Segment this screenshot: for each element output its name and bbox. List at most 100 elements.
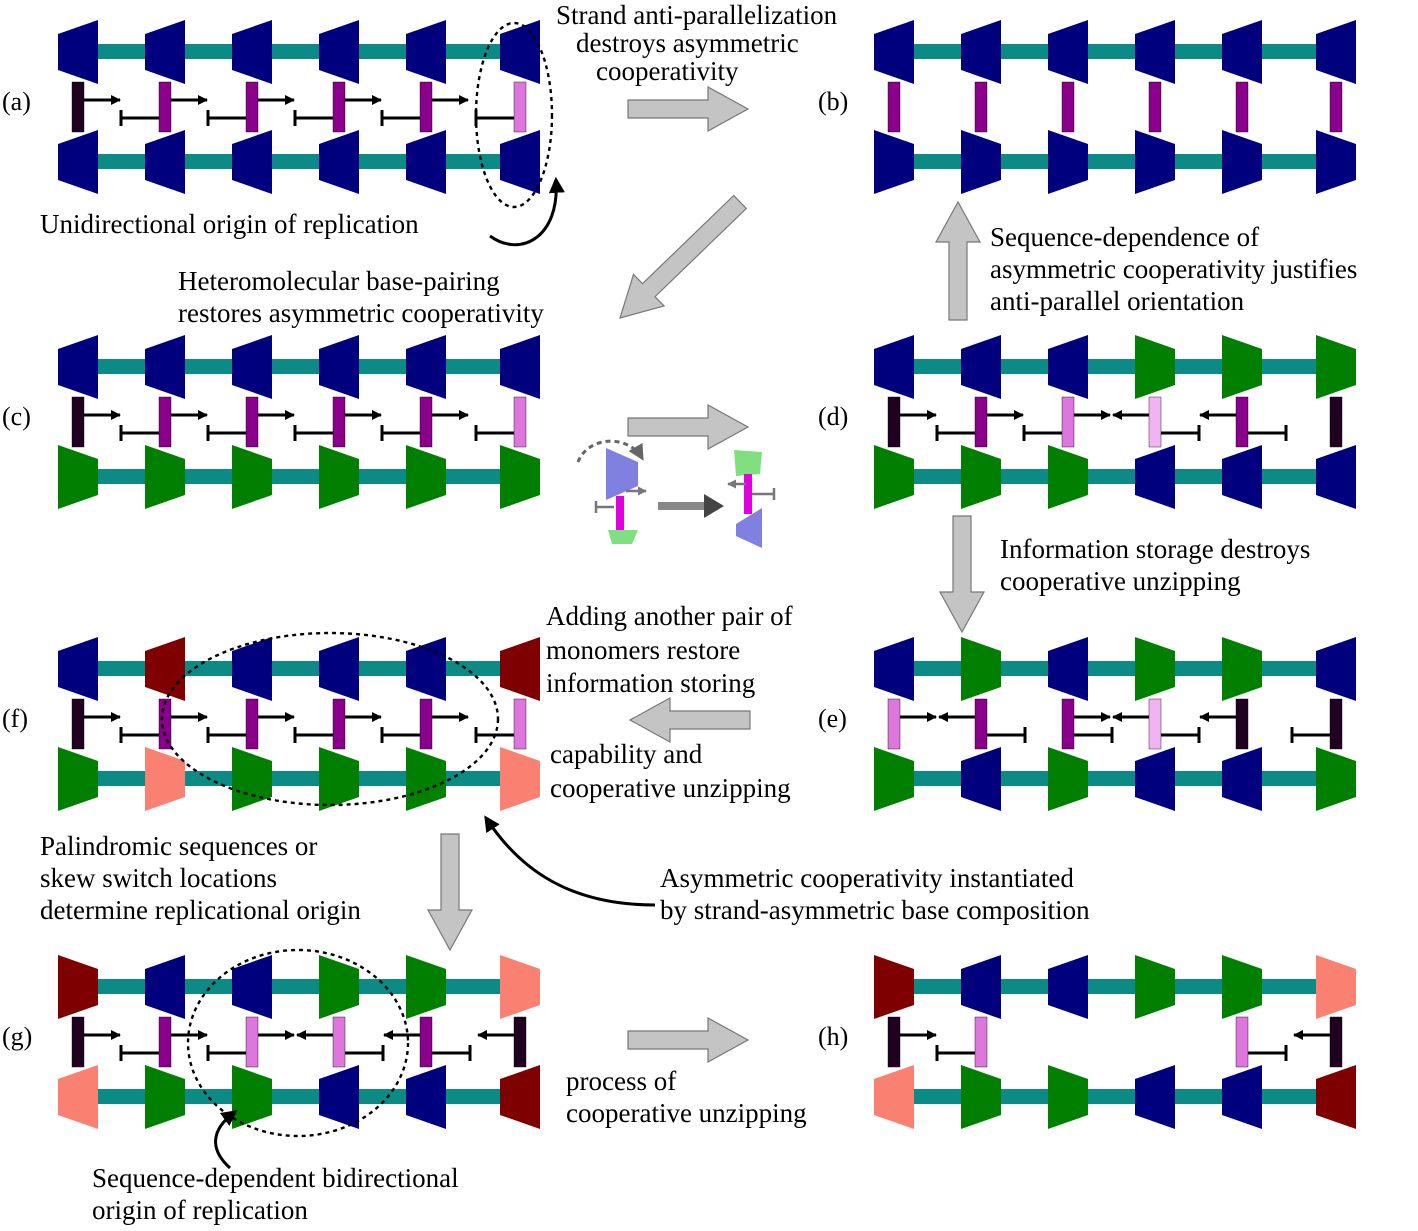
base-pair-rung (887, 396, 901, 448)
monomer (961, 20, 1001, 84)
origin-ellipse-f (160, 631, 500, 807)
monomer (500, 445, 540, 509)
monomer (58, 955, 98, 1019)
monomer (1316, 1065, 1356, 1129)
base-pair-rung (332, 698, 346, 750)
monomer (145, 1065, 185, 1129)
monomer (1048, 637, 1088, 701)
base-pair-rung (71, 698, 85, 750)
block-arrow-f-to-g (426, 833, 474, 952)
monomer (1135, 637, 1175, 701)
monomer (319, 637, 359, 701)
panel-a (58, 20, 540, 194)
caption-bidirectional-origin-1: Sequence-dependent bidirectional (92, 1163, 459, 1193)
monomer (58, 335, 98, 399)
curved-arrow-origin-a (489, 176, 565, 247)
base-pair-rung (1329, 396, 1343, 448)
small-transition-head (704, 494, 724, 518)
curved-arrow-asymmetric (484, 815, 656, 907)
caption-asymmetric-composition-2: by strand-asymmetric base composition (660, 895, 1090, 925)
panel-label-a: (a) (2, 87, 31, 116)
caption-adding-pair-5: cooperative unzipping (550, 773, 791, 803)
bottom-backbone (894, 1089, 1336, 1104)
monomer (319, 747, 359, 811)
captions: Strand anti-parallelization destroys asy… (40, 0, 1357, 1225)
rung-magenta-2 (744, 474, 752, 514)
panel-c (58, 335, 540, 509)
top-backbone (78, 661, 520, 676)
bottom-backbone (78, 1089, 520, 1104)
monomer (1316, 445, 1356, 509)
monomer (961, 1065, 1001, 1129)
origin-ellipse-a (474, 21, 554, 209)
monomer (145, 955, 185, 1019)
monomer (145, 335, 185, 399)
monomer (1048, 955, 1088, 1019)
monomer (1316, 637, 1356, 701)
monomer (1135, 1065, 1175, 1129)
base-pair-rung (245, 1016, 259, 1068)
monomer (58, 637, 98, 701)
base-pair-rung (71, 81, 85, 133)
monomer (58, 747, 98, 811)
monomer (319, 955, 359, 1019)
panel-b (874, 20, 1356, 194)
monomer (319, 1065, 359, 1129)
base-pair-rung (1061, 698, 1075, 750)
monomer (1222, 20, 1262, 84)
monomer (1316, 747, 1356, 811)
top-backbone (78, 44, 520, 59)
block-arrow-a-to-b (627, 85, 750, 133)
base-pair-rung (1235, 81, 1249, 133)
monomer (232, 20, 272, 84)
caption-sequence-dependence-3: anti-parallel orientation (990, 286, 1245, 316)
block-arrow-mechanism (627, 403, 750, 451)
bottom-backbone (78, 154, 520, 169)
monomer (874, 335, 914, 399)
base-pair-rung (1061, 396, 1075, 448)
monomer (1135, 130, 1175, 194)
monomer (1222, 335, 1262, 399)
base-pair-rung (887, 1016, 901, 1068)
panel-label-g: (g) (2, 1022, 32, 1051)
monomer (1135, 747, 1175, 811)
monomer (500, 637, 540, 701)
caption-process-2: cooperative unzipping (566, 1098, 807, 1128)
block-arrow-d-to-e (938, 515, 986, 634)
panel-d (874, 335, 1356, 509)
curved-arrow-bidirectional (214, 1110, 238, 1170)
monomer (1316, 130, 1356, 194)
base-pair-rung (245, 81, 259, 133)
monomer (406, 335, 446, 399)
rung-magenta (616, 496, 624, 536)
base-pair-rung (974, 1016, 988, 1068)
bottom-backbone (894, 154, 1336, 169)
base-pair-rung (419, 1016, 433, 1068)
monomer (1048, 445, 1088, 509)
monomer (1048, 747, 1088, 811)
monomer (874, 747, 914, 811)
panel-label-e: (e) (818, 704, 847, 733)
origin-ellipse-g (186, 948, 410, 1138)
caption-bidirectional-origin-2: origin of replication (92, 1195, 308, 1225)
monomer (145, 747, 185, 811)
base-pair-rung (332, 1016, 346, 1068)
bottom-backbone (894, 469, 1336, 484)
monomer (1222, 955, 1262, 1019)
top-backbone (894, 44, 1336, 59)
top-backbone (78, 359, 520, 374)
panel-labels: (a) (b) (c) (d) (e) (f) (g) (h) (2, 87, 848, 1051)
panel-label-c: (c) (2, 402, 31, 431)
base-pair-rung (332, 81, 346, 133)
monomer (961, 637, 1001, 701)
monomer (58, 130, 98, 194)
caption-sequence-dependence-2: asymmetric cooperativity justifies (990, 254, 1357, 284)
monomer (58, 1065, 98, 1129)
caption-sequence-dependence-1: Sequence-dependence of (990, 222, 1259, 252)
panel-h (874, 955, 1356, 1129)
mechanism-inset (576, 439, 776, 548)
panel-e (874, 637, 1356, 811)
top-backbone (894, 661, 1336, 676)
monomer (500, 747, 540, 811)
